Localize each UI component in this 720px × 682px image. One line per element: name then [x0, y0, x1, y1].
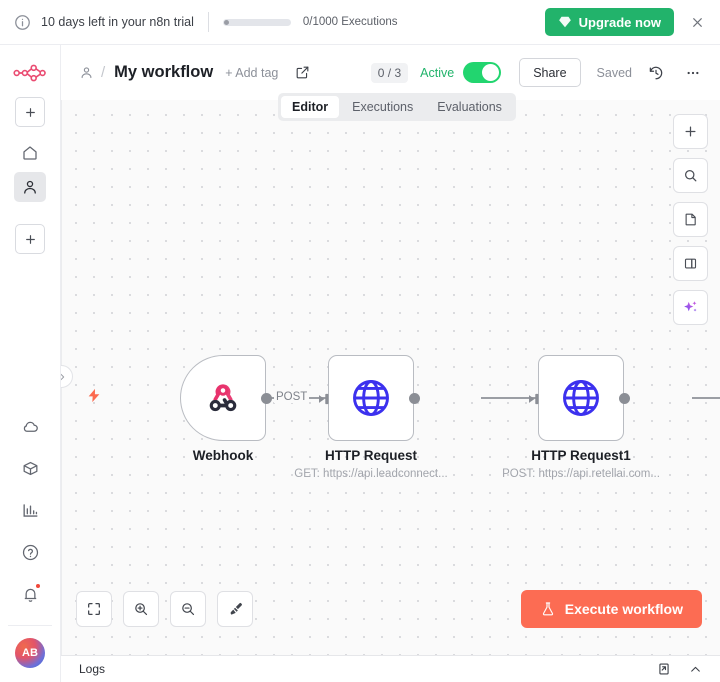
- saved-status-label: Saved: [596, 65, 632, 80]
- globe-icon: [559, 376, 603, 420]
- sidebar-bottom-group: AB: [8, 411, 52, 682]
- execute-workflow-button[interactable]: Execute workflow: [520, 590, 702, 628]
- tab-editor[interactable]: Editor: [281, 96, 340, 118]
- connection-http1-add: [692, 397, 720, 399]
- executions-label: 0/1000 Executions: [302, 16, 398, 28]
- logs-bar[interactable]: Logs: [61, 655, 720, 682]
- node-webhook-box[interactable]: [180, 355, 266, 441]
- chevron-up-icon[interactable]: [684, 658, 706, 680]
- active-status-label: Active: [420, 65, 455, 80]
- node-webhook-output-port[interactable]: [261, 393, 272, 404]
- cloud-icon[interactable]: [14, 411, 46, 441]
- share-button[interactable]: Share: [519, 58, 581, 87]
- node-http-request-1-output-port[interactable]: [619, 393, 630, 404]
- execution-count-badge: 0 / 3: [370, 62, 409, 83]
- help-circle-icon[interactable]: [14, 537, 46, 567]
- fit-view-icon[interactable]: [76, 591, 112, 627]
- notification-badge: [35, 583, 41, 589]
- node-http-request-label: HTTP Request: [324, 448, 418, 463]
- node-webhook[interactable]: Webhook: [180, 355, 272, 463]
- box-icon[interactable]: [14, 453, 46, 483]
- banner-divider: [207, 12, 209, 32]
- node-http-request-subtitle: GET: https://api.leadconnect...: [294, 468, 448, 480]
- meter-dot: [223, 19, 229, 25]
- connection-label-post: POST: [274, 391, 310, 403]
- canvas-zoom-toolbar: [76, 591, 253, 627]
- trial-banner: 10 days left in your n8n trial 0/1000 Ex…: [0, 0, 720, 45]
- zoom-in-icon[interactable]: [123, 591, 159, 627]
- diamond-icon: [558, 15, 572, 29]
- logs-label: Logs: [79, 662, 106, 676]
- flask-icon: [540, 601, 556, 617]
- zoom-out-icon[interactable]: [170, 591, 206, 627]
- upgrade-now-button[interactable]: Upgrade now: [544, 8, 674, 36]
- workflow-header: / My workflow + Add tag 0 / 3 Active Sha…: [61, 45, 720, 100]
- workflow-canvas[interactable]: POST Webh: [61, 100, 720, 655]
- create-workflow-button[interactable]: [15, 97, 45, 127]
- node-http-request-1-input-port[interactable]: [529, 390, 540, 407]
- toggle-knob: [482, 64, 500, 81]
- node-webhook-label: Webhook: [192, 448, 254, 463]
- canvas-tool-column: [673, 114, 708, 325]
- close-icon[interactable]: [684, 9, 710, 35]
- connection-http-http1: [481, 397, 539, 399]
- workflow-tabs: Editor Executions Evaluations: [278, 93, 516, 121]
- trial-text: 10 days left in your n8n trial: [41, 15, 194, 29]
- node-http-request-box[interactable]: [328, 355, 414, 441]
- tidy-up-icon[interactable]: [217, 591, 253, 627]
- bar-chart-icon[interactable]: [14, 495, 46, 525]
- sidebar-item-personal[interactable]: [14, 172, 46, 202]
- owner-person-icon: [79, 65, 94, 80]
- edit-square-icon[interactable]: [289, 60, 315, 86]
- node-http-request-1-box[interactable]: [538, 355, 624, 441]
- tab-evaluations[interactable]: Evaluations: [437, 100, 502, 114]
- node-http-request-1-label: HTTP Request1: [531, 448, 631, 463]
- execute-workflow-label: Execute workflow: [564, 601, 683, 617]
- avatar[interactable]: AB: [15, 638, 45, 668]
- node-http-request-output-port[interactable]: [409, 393, 420, 404]
- meter-track: [222, 18, 291, 26]
- tab-executions[interactable]: Executions: [352, 100, 414, 114]
- panel-icon[interactable]: [673, 246, 708, 281]
- rail-divider: [8, 625, 52, 626]
- bell-icon[interactable]: [14, 579, 46, 609]
- file-icon[interactable]: [673, 202, 708, 237]
- info-circle-icon: [14, 14, 31, 31]
- page-title[interactable]: My workflow: [114, 63, 214, 81]
- n8n-logo-icon[interactable]: [13, 62, 47, 84]
- webhook-icon: [202, 377, 244, 419]
- active-toggle[interactable]: [463, 62, 502, 83]
- pop-out-icon[interactable]: [653, 658, 675, 680]
- node-http-request-1[interactable]: HTTP Request1 POST: https://api.retellai…: [502, 355, 660, 480]
- globe-icon: [349, 376, 393, 420]
- add-tag-button[interactable]: + Add tag: [225, 65, 279, 80]
- add-project-button[interactable]: [15, 224, 45, 254]
- lightning-bolt-icon: [86, 386, 102, 410]
- left-sidebar: AB: [0, 45, 61, 682]
- executions-meter: 0/1000 Executions: [222, 16, 398, 28]
- node-http-request-1-subtitle: POST: https://api.retellai.com...: [502, 468, 660, 480]
- search-icon[interactable]: [673, 158, 708, 193]
- breadcrumb-separator: /: [101, 64, 106, 81]
- add-node-tool[interactable]: [673, 114, 708, 149]
- sparkles-icon[interactable]: [673, 290, 708, 325]
- node-http-request-input-port[interactable]: [319, 390, 330, 407]
- history-clock-icon[interactable]: [643, 60, 669, 86]
- upgrade-label: Upgrade now: [578, 14, 661, 30]
- node-http-request[interactable]: HTTP Request GET: https://api.leadconnec…: [294, 355, 448, 480]
- sidebar-item-home[interactable]: [14, 138, 46, 168]
- ellipsis-icon[interactable]: [680, 60, 706, 86]
- chevron-right-icon[interactable]: [61, 365, 73, 388]
